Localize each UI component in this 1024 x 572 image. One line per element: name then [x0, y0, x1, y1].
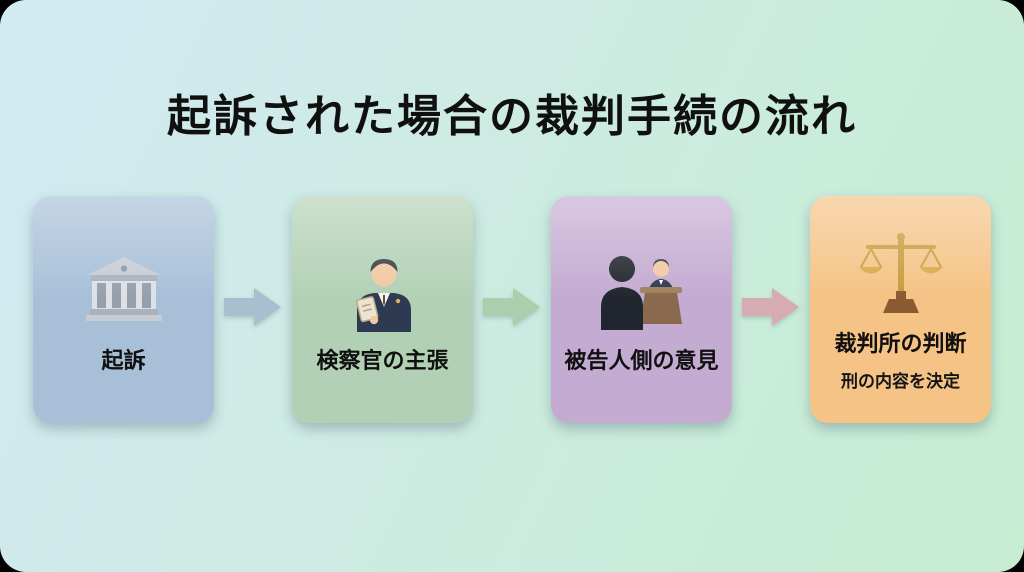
- arrow-right-icon: [742, 285, 800, 329]
- step-court-decision: 裁判所の判断 刑の内容を決定: [810, 196, 991, 423]
- arrow-right-icon: [224, 285, 282, 329]
- scales-icon: [856, 227, 946, 319]
- step-prosecution: 起訴: [33, 196, 214, 423]
- step-label: 検察官の主張: [316, 348, 449, 374]
- step-label: 起訴: [101, 348, 146, 374]
- step-sublabel: 刑の内容を決定: [841, 372, 960, 392]
- arrow-right-icon: [483, 285, 541, 329]
- defendant-icon: [595, 244, 689, 336]
- step-label: 被告人側の意見: [564, 348, 719, 374]
- step-defendant-opinion: 被告人側の意見: [551, 196, 732, 423]
- courthouse-icon: [84, 244, 164, 336]
- prosecutor-icon: [341, 244, 425, 336]
- step-label: 裁判所の判断: [834, 330, 967, 356]
- page-title: 起訴された場合の裁判手続の流れ: [167, 92, 857, 141]
- step-prosecutor-argument: 検察官の主張: [292, 196, 473, 423]
- flow-diagram: 起訴: [0, 196, 1024, 423]
